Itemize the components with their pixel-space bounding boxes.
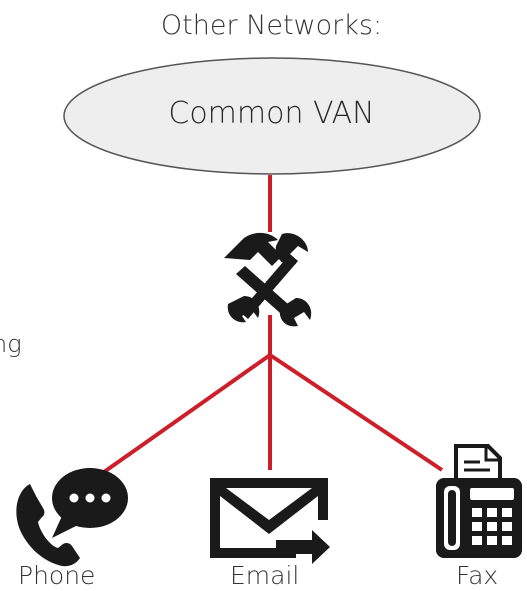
- hammer-wrench-icon: [224, 232, 312, 327]
- email-label: Email: [230, 561, 300, 590]
- phone-label: Phone: [18, 561, 96, 590]
- link-fax: [268, 353, 444, 472]
- fax-label: Fax: [456, 561, 499, 590]
- connectors: [102, 175, 444, 474]
- diagram-title: Other Networks:: [160, 10, 383, 41]
- network-ellipse: [63, 57, 481, 175]
- phone-chat-icon: [16, 468, 128, 567]
- fax-machine-icon: [436, 444, 522, 558]
- truncated-side-text: ng: [0, 330, 22, 358]
- link-phone: [102, 353, 272, 474]
- network-label: Common VAN: [168, 96, 375, 131]
- envelope-send-icon: [210, 478, 330, 564]
